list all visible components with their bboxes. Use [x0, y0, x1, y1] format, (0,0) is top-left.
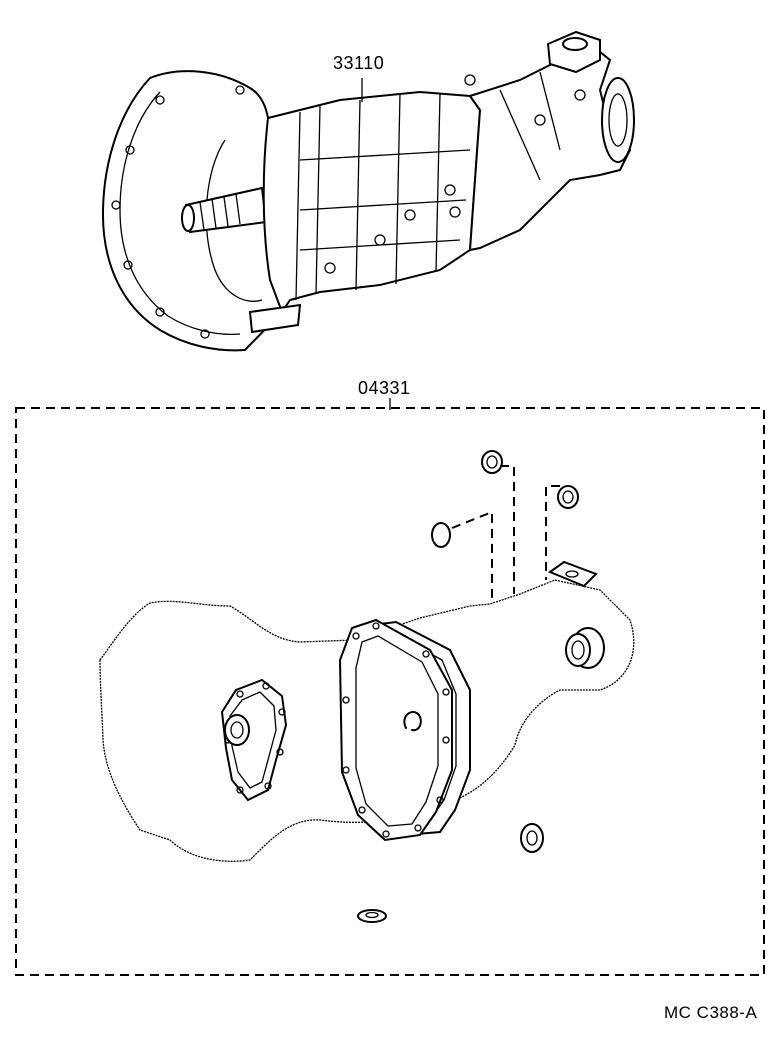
snap-ring — [403, 710, 422, 732]
front-oil-seal — [224, 714, 250, 746]
plug-gasket-bottom — [357, 909, 387, 923]
part-number-04331: 04331 — [358, 378, 411, 398]
rear-oil-seal — [565, 627, 605, 669]
front-retainer-gasket — [220, 678, 288, 802]
mount-foot — [248, 303, 302, 334]
part-number-33110: 33110 — [333, 53, 385, 73]
figure-code: MC C388-A — [664, 1003, 758, 1022]
o-ring — [431, 522, 451, 548]
shift-shaft-seal-right — [557, 485, 579, 509]
assembly-lines — [451, 465, 560, 604]
flange-bolts — [111, 85, 245, 339]
case-gasket-front — [338, 618, 453, 842]
shift-shaft-seal-left — [481, 450, 503, 474]
transmission-assembly-illustration — [101, 30, 635, 352]
transmission-phantom-outline — [99, 579, 635, 862]
output-flange — [601, 77, 635, 163]
plug-gasket-lower — [520, 823, 544, 853]
shifter-cover-gasket — [547, 560, 598, 588]
gasket-kit-boundary — [15, 407, 765, 976]
